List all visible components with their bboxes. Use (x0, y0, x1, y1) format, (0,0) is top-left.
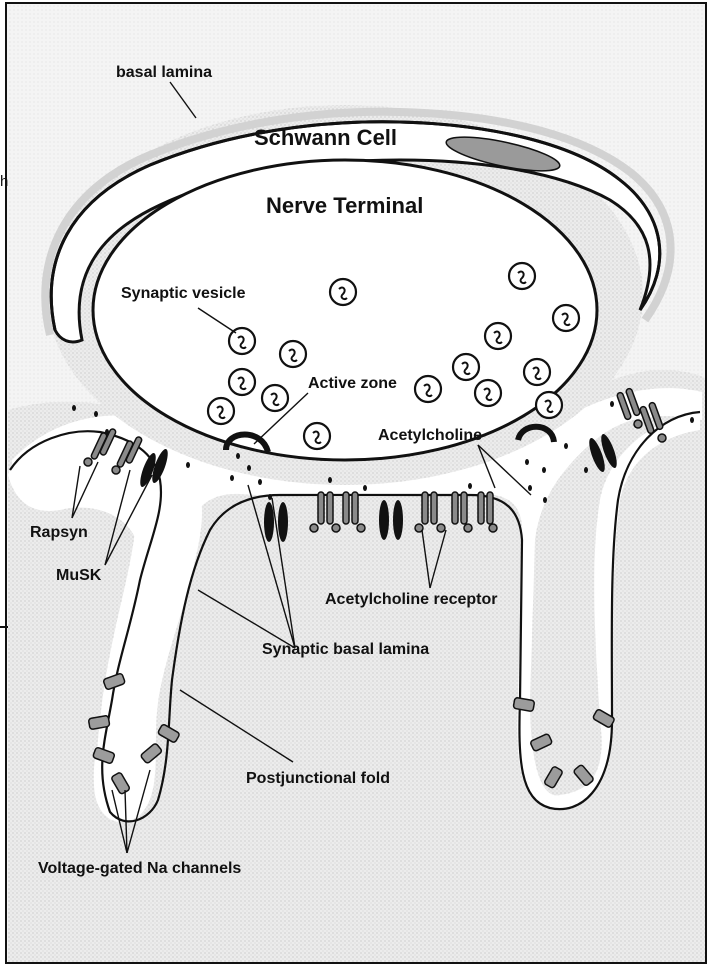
vesicle (262, 385, 288, 411)
vesicle (208, 398, 234, 424)
label-musk: MuSK (56, 567, 102, 584)
vesicle (485, 323, 511, 349)
vesicle (453, 354, 479, 380)
vesicle (524, 359, 550, 385)
vesicle (280, 341, 306, 367)
vesicle (536, 392, 562, 418)
label-basal-lamina: basal lamina (116, 64, 212, 81)
label-schwann-cell: Schwann Cell (254, 125, 397, 150)
vesicle (553, 305, 579, 331)
vesicle (475, 380, 501, 406)
vesicle (229, 369, 255, 395)
label-voltage-gated-na-channels: Voltage-gated Na channels (38, 860, 241, 877)
label-acetylcholine: Acetylcholine (378, 427, 482, 444)
vesicle (330, 279, 356, 305)
edge-letter: h (0, 173, 8, 190)
label-postjunctional-fold: Postjunctional fold (246, 770, 390, 787)
vesicle (415, 376, 441, 402)
label-acetylcholine-receptor: Acetylcholine receptor (325, 591, 498, 608)
vesicle (304, 423, 330, 449)
label-synaptic-vesicle: Synaptic vesicle (121, 285, 246, 302)
label-synaptic-basal-lamina: Synaptic basal lamina (262, 641, 429, 658)
vesicle (229, 328, 255, 354)
label-rapsyn: Rapsyn (30, 524, 88, 541)
vesicle (509, 263, 535, 289)
label-active-zone: Active zone (308, 375, 397, 392)
label-nerve-terminal: Nerve Terminal (266, 193, 423, 218)
